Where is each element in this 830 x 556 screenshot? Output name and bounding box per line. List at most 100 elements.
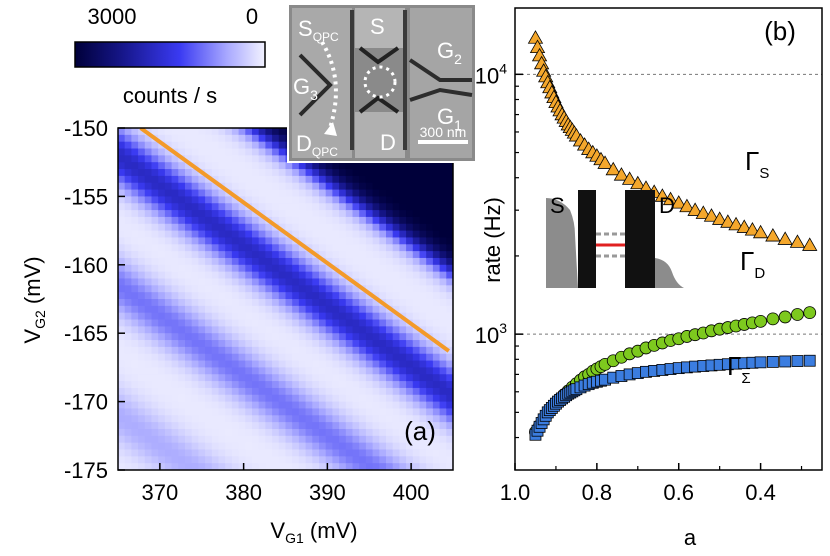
heatmap-cell	[312, 203, 320, 211]
heatmap-cell	[285, 422, 293, 430]
heatmap-cell	[285, 162, 293, 170]
heatmap-cell	[151, 271, 159, 280]
heatmap-cell	[365, 175, 374, 184]
heatmap-cell	[211, 408, 220, 416]
heatmap-cell	[312, 292, 320, 300]
x-tick-label: 0.8	[582, 480, 613, 505]
heatmap-cell	[332, 299, 340, 307]
heatmap-cell	[138, 428, 146, 437]
heatmap-cell	[379, 189, 387, 197]
heatmap-cell	[332, 353, 340, 362]
heatmap-cell	[332, 381, 340, 389]
heatmap-cell	[399, 210, 407, 218]
heatmap-cell	[412, 210, 421, 218]
heatmap-cell	[211, 257, 220, 266]
heatmap-cell	[164, 299, 173, 307]
heatmap-cell	[339, 360, 347, 368]
heatmap-cell	[432, 203, 441, 211]
heatmap-cell	[144, 456, 153, 464]
heatmap-cell	[439, 182, 447, 191]
heatmap-cell	[285, 428, 293, 437]
heatmap-cell	[265, 244, 273, 252]
heatmap-cell	[352, 230, 360, 239]
heatmap-cell	[131, 442, 139, 451]
heatmap-cell	[446, 203, 453, 211]
heatmap-cell	[272, 449, 280, 457]
heatmap-cell	[359, 169, 367, 177]
data-point-gamma-s	[789, 234, 806, 248]
heatmap-cell	[352, 203, 360, 211]
heatmap-cell	[419, 374, 427, 382]
heatmap-cell	[446, 319, 453, 327]
heatmap-cell	[426, 422, 434, 430]
heatmap-cell	[164, 326, 173, 334]
heatmap-cell	[164, 401, 173, 410]
heatmap-cell	[178, 128, 186, 136]
heatmap-cell	[171, 401, 179, 410]
heatmap-cell	[292, 264, 300, 273]
heatmap-cell	[379, 408, 387, 416]
heatmap-cell	[191, 435, 199, 444]
heatmap-cell	[151, 381, 159, 389]
heatmap-cell	[185, 292, 193, 300]
heatmap-cell	[218, 422, 226, 430]
heatmap-cell	[399, 264, 407, 273]
heatmap-cell	[365, 326, 374, 334]
heatmap-cell	[252, 394, 260, 403]
heatmap-cell	[439, 340, 447, 348]
heatmap-cell	[426, 449, 434, 457]
heatmap-cell	[446, 216, 453, 225]
heatmap-cell	[319, 326, 327, 334]
heatmap-cell	[205, 216, 213, 225]
heatmap-cell	[426, 415, 434, 423]
heatmap-cell	[138, 128, 146, 136]
heatmap-cell	[191, 463, 199, 470]
heatmap-cell	[432, 319, 441, 327]
heatmap-cell	[292, 230, 300, 239]
heatmap-cell	[205, 449, 213, 457]
heatmap-cell	[191, 367, 199, 375]
heatmap-cell	[265, 251, 273, 259]
heatmap-cell	[252, 326, 260, 334]
heatmap-cell	[278, 463, 287, 470]
heatmap-cell	[158, 203, 166, 211]
heatmap-cell	[185, 463, 193, 470]
heatmap-cell	[238, 237, 246, 245]
heatmap-cell	[432, 333, 441, 341]
heatmap-cell	[278, 264, 287, 273]
heatmap-cell	[339, 319, 347, 327]
heatmap-cell	[144, 422, 153, 430]
heatmap-cell	[319, 264, 327, 273]
heatmap-cell	[399, 216, 407, 225]
heatmap-cell	[419, 237, 427, 245]
sem-region-right	[410, 8, 472, 158]
heatmap-cell	[164, 134, 173, 143]
heatmap-cell	[191, 333, 199, 341]
heatmap-cell	[211, 333, 220, 341]
heatmap-cell	[191, 182, 199, 191]
heatmap-cell	[426, 367, 434, 375]
heatmap-cell	[439, 203, 447, 211]
heatmap-cell	[426, 305, 434, 314]
heatmap-cell	[439, 408, 447, 416]
heatmap-cell	[138, 278, 146, 286]
heatmap-cell	[406, 340, 414, 348]
heatmap-cell	[164, 456, 173, 464]
heatmap-cell	[258, 333, 266, 341]
heatmap-cell	[379, 456, 387, 464]
heatmap-cell	[292, 223, 300, 232]
heatmap-cell	[272, 264, 280, 273]
heatmap-cell	[124, 285, 132, 293]
heatmap-cell	[205, 264, 213, 273]
heatmap-cell	[352, 237, 360, 245]
heatmap-cell	[379, 285, 387, 293]
y-axis-label: VG2 (mV)	[20, 256, 48, 343]
heatmap-cell	[252, 312, 260, 321]
heatmap-cell	[345, 387, 354, 396]
heatmap-cell	[352, 169, 360, 177]
heatmap-cell	[265, 381, 273, 389]
heatmap-cell	[285, 326, 293, 334]
heatmap-cell	[205, 394, 213, 403]
heatmap-cell	[432, 257, 441, 266]
